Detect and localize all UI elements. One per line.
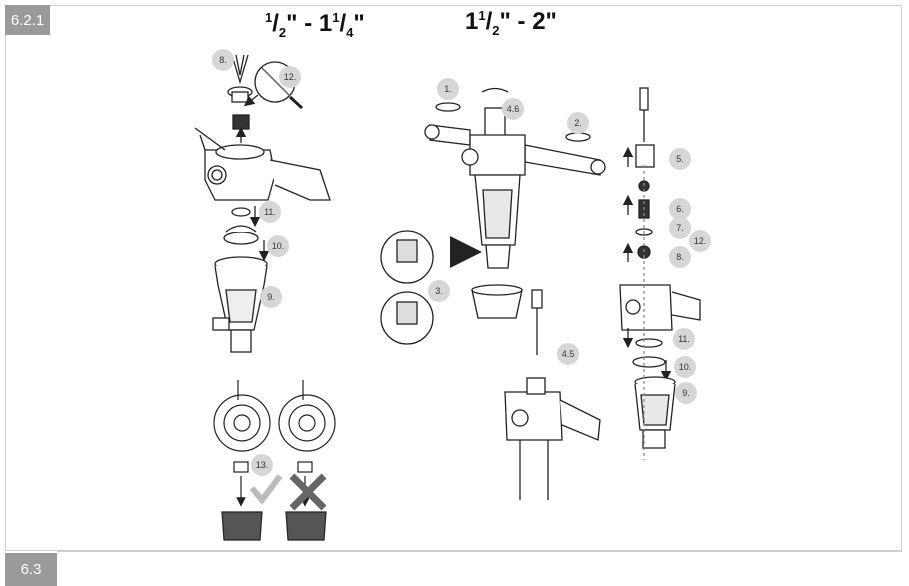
right-exploded-assembly [619,87,701,460]
callout-badge [267,235,289,257]
callout-label: 6. [676,204,684,214]
callout-badge [669,246,691,268]
callout-badge [669,217,691,239]
section-tag-6-3: 6.3 [5,553,57,586]
heading-right-numerator: 1 [478,8,486,23]
callout-badge [689,230,711,252]
callout-label: 11. [264,207,276,217]
check-mark-icon [249,474,283,505]
callout-badge [674,356,696,378]
callout-label: 5. [676,154,684,164]
callout-label: 12. [284,72,297,82]
left-filter-assembly [194,54,331,353]
heading-small-sizes: 1/2" - 11/4" [265,10,365,40]
heading-left-numerator: 1 [265,10,273,25]
heading-left-end: " [353,10,365,37]
callout-label: 10. [272,241,285,251]
middle-filter-assembly [380,87,606,500]
callout-label: 8. [676,252,684,262]
callout-label: 2. [574,118,582,128]
callout-badge [259,201,281,223]
callout-label: 1. [444,84,452,94]
callout-badge [673,328,695,350]
callout-label: 4.5 [562,349,575,359]
callouts-right: 5. 6. 7. 12. 8. 11. 10. 9. [669,148,711,404]
callout-badge [669,148,691,170]
heading-right-whole: 1 [465,8,479,35]
callout-label: 3. [435,286,443,296]
callout-label: 9. [267,292,275,302]
callout-badge [437,78,459,100]
cross-mark-icon [289,473,327,511]
callouts-left: 8. 12. 11. 10. 9. 13. [212,49,301,476]
callout-badge [212,49,234,71]
callouts-middle: 1. 4.6 2. 3. 4.5 [428,78,589,365]
heading-left-numerator-2: 1 [332,10,340,25]
callout-badge [251,454,273,476]
page-frame [5,5,902,551]
heading-left-denominator-2: 4 [346,24,354,40]
callout-badge [669,198,691,220]
section-tag-6-2-1: 6.2.1 [5,5,50,35]
callout-badge [428,280,450,302]
heading-large-sizes: 11/2" - 2" [465,8,557,38]
callout-label: 13. [256,460,269,470]
heading-right-denominator: 2 [492,22,500,38]
callout-label: 4.6 [507,104,520,114]
callout-badge [260,286,282,308]
callout-badge [675,382,697,404]
callout-label: 7. [676,223,684,233]
callout-badge [567,112,589,134]
seal-check-comparison [213,380,336,541]
section-divider [57,551,902,552]
heading-left-separator: " - 1 [286,10,333,37]
callout-label: 11. [678,334,690,344]
callout-label: 12. [694,236,707,246]
callout-label: 8. [219,55,227,65]
callout-badge [557,343,579,365]
callout-label: 10. [679,362,692,372]
callout-label: 9. [682,388,690,398]
heading-right-end: " - 2" [499,8,557,35]
heading-left-denominator: 2 [278,24,287,40]
callout-badge [502,98,524,120]
callout-badge [279,66,301,88]
